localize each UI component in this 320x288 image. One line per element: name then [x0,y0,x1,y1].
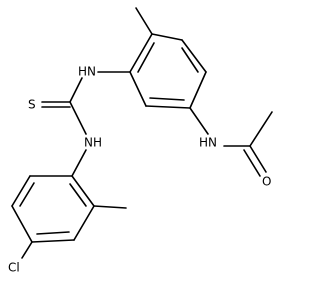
bond-lines [11,7,273,259]
bond [69,183,87,207]
bond [71,175,95,207]
bond [243,149,261,177]
bond [21,241,33,259]
bond [129,33,153,73]
bond [11,175,31,207]
bond [69,101,87,135]
bond [151,33,183,41]
bond [31,239,75,243]
bond [149,97,185,101]
bond [189,107,209,135]
nh-label-thiourea-top: HN [78,65,96,79]
nh-label-amide: HN [199,136,217,150]
bond [135,7,153,35]
bond [19,182,35,207]
bond [137,42,155,73]
bond [69,77,83,103]
bond [181,39,207,73]
chemical-structure: HN S NH HN O Cl [8,7,273,275]
bond [93,205,127,209]
bond [181,47,199,73]
atom-labels: HN S NH HN O Cl [8,65,271,275]
nh-label-thiourea-bottom: NH [84,136,102,150]
bond [249,145,267,173]
chlorine-label: Cl [8,261,20,275]
sulfur-label: S [28,98,36,112]
bond [249,111,273,147]
oxygen-label: O [262,175,271,189]
bond [145,105,191,109]
bond [11,205,33,243]
bond [71,149,87,177]
bond [36,231,70,235]
bond [189,71,207,109]
bond [129,71,147,107]
bond [73,205,95,241]
